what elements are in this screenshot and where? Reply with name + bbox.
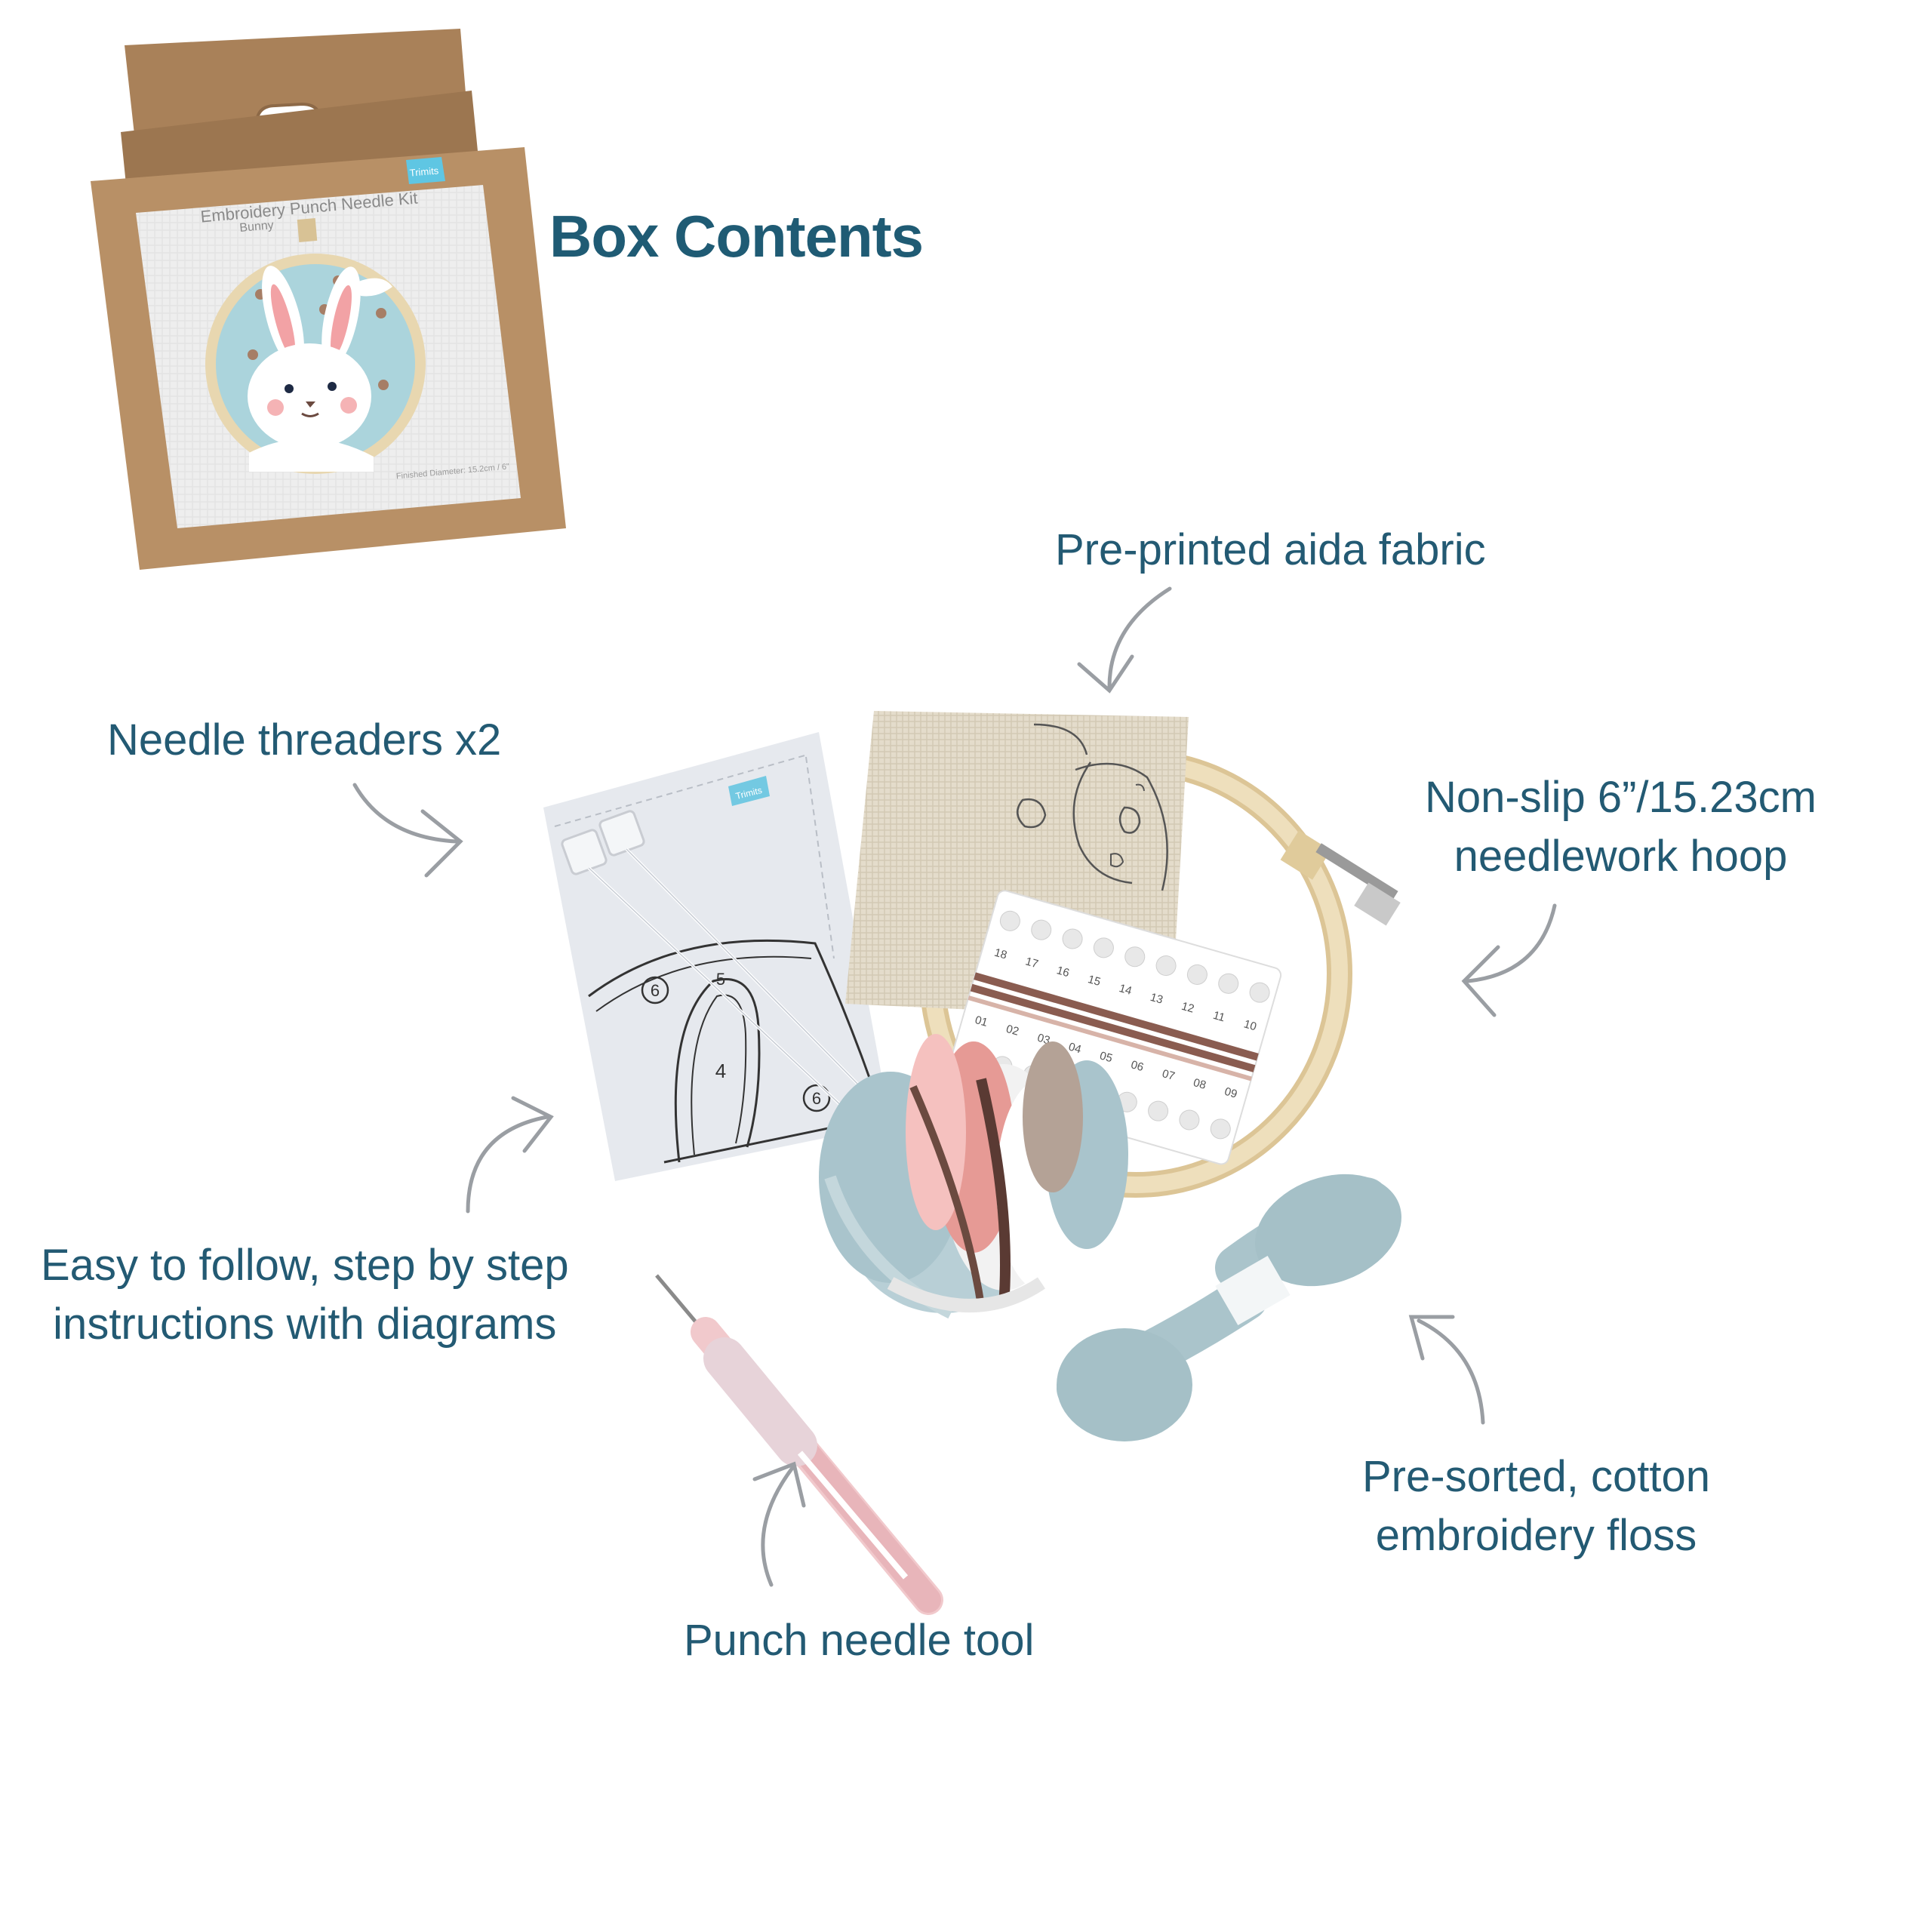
sheet-number-3: 4 xyxy=(715,1060,726,1082)
organizer-top-row: 18 17 16 15 14 13 12 11 10 xyxy=(992,910,1270,1033)
organizer-bottom-number: 09 xyxy=(1223,1085,1239,1101)
label-hoop-line2: needlework hoop xyxy=(1454,832,1788,881)
label-needle-threaders-text: Needle threaders x2 xyxy=(107,715,502,764)
label-instructions: Easy to follow, step by step instruction… xyxy=(41,1236,569,1354)
box-brand-text: Trimits xyxy=(409,165,439,178)
organizer-top-number: 16 xyxy=(1055,964,1071,980)
instruction-sheet: Trimits 6 5 4 6 xyxy=(543,732,891,1181)
organizer-bottom-number: 02 xyxy=(1004,1023,1020,1038)
label-aida-fabric: Pre-printed aida fabric xyxy=(1055,521,1486,580)
arrow-threaders-icon xyxy=(352,783,463,878)
organizer-bottom-number: 06 xyxy=(1130,1058,1146,1074)
arrow-punch-tool-icon xyxy=(752,1461,806,1587)
label-needle-threaders: Needle threaders x2 xyxy=(107,711,501,770)
organizer-top-hole xyxy=(1155,955,1177,977)
organizer-bottom-number: 08 xyxy=(1192,1076,1208,1092)
floss-skein xyxy=(1057,1174,1401,1441)
label-punch-tool: Punch needle tool xyxy=(684,1611,1034,1670)
label-instructions-line1: Easy to follow, step by step xyxy=(41,1241,569,1290)
organizer-bottom-number: 07 xyxy=(1161,1067,1177,1083)
arrow-floss-icon xyxy=(1408,1315,1485,1425)
organizer-top-number: 12 xyxy=(1180,1000,1196,1016)
label-hoop: Non-slip 6”/15.23cm needlework hoop xyxy=(1425,768,1817,886)
sheet-number-2: 5 xyxy=(716,970,725,989)
organizer-top-hole xyxy=(1031,919,1052,940)
punch-needle-tool xyxy=(655,1274,943,1615)
arrow-instructions-icon xyxy=(466,1096,554,1214)
organizer-bottom-number: 04 xyxy=(1067,1041,1083,1057)
label-floss-line1: Pre-sorted, cotton xyxy=(1362,1452,1710,1501)
label-floss-line2: embroidery floss xyxy=(1375,1511,1697,1560)
organizer-top-hole xyxy=(1093,937,1114,958)
kit-box: Trimits Embroidery Punch Needle Kit Bunn… xyxy=(91,29,566,570)
organizer-top-number: 13 xyxy=(1149,991,1164,1007)
organizer-top-number: 11 xyxy=(1211,1009,1226,1025)
organizer-top-number: 18 xyxy=(992,946,1008,962)
organizer-top-number: 17 xyxy=(1024,955,1040,971)
label-hoop-line1: Non-slip 6”/15.23cm xyxy=(1425,773,1817,822)
organizer-top-number: 10 xyxy=(1242,1017,1258,1033)
organizer-top-number: 14 xyxy=(1118,982,1134,998)
label-floss: Pre-sorted, cotton embroidery floss xyxy=(1362,1447,1710,1565)
label-instructions-line2: instructions with diagrams xyxy=(53,1300,557,1349)
floss-bundle xyxy=(819,1034,1128,1319)
organizer-bottom-hole xyxy=(1148,1100,1169,1121)
callout-arrows xyxy=(352,586,1557,1587)
organizer-top-hole xyxy=(1124,946,1146,968)
arrow-hoop-icon xyxy=(1461,903,1557,1017)
organizer-top-hole xyxy=(1218,973,1239,994)
box-design-text: Bunny xyxy=(239,219,275,235)
organizer-bottom-hole xyxy=(1179,1109,1200,1131)
organizer-top-hole xyxy=(1249,982,1270,1003)
page-title: Box Contents xyxy=(549,203,924,269)
sheet-number-4: 6 xyxy=(812,1089,821,1108)
organizer-bottom-number: 01 xyxy=(974,1014,989,1029)
sheet-number-1: 6 xyxy=(651,981,660,1000)
organizer-bottom-number: 05 xyxy=(1098,1049,1114,1065)
arrow-fabric-icon xyxy=(1077,586,1172,694)
organizer-top-hole xyxy=(1062,928,1083,949)
organizer-top-hole xyxy=(999,910,1020,931)
label-punch-tool-text: Punch needle tool xyxy=(684,1616,1035,1665)
label-aida-fabric-text: Pre-printed aida fabric xyxy=(1055,525,1486,574)
organizer-top-hole xyxy=(1186,964,1208,985)
organizer-top-number: 15 xyxy=(1087,973,1103,989)
organizer-bottom-hole xyxy=(1210,1118,1231,1140)
